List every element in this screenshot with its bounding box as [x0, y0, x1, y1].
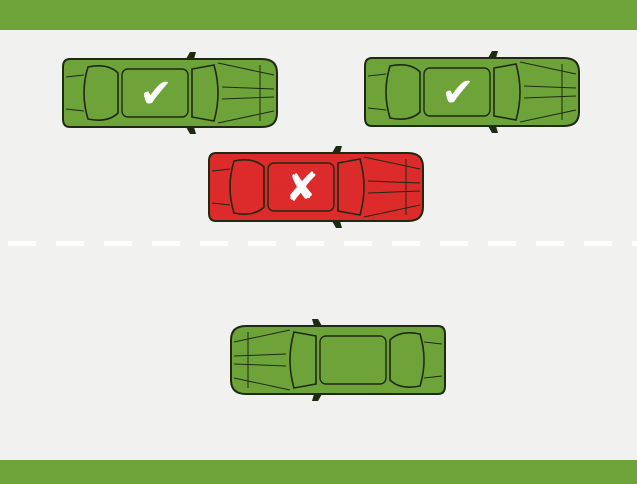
lane-dash: [248, 241, 276, 246]
lane-dash: [584, 241, 612, 246]
center-lane-marking: [8, 241, 637, 246]
checkmark-icon: ✔: [441, 70, 475, 116]
lane-dash: [632, 241, 637, 246]
car-body: [230, 318, 446, 402]
lane-dash: [152, 241, 180, 246]
lane-dash: [296, 241, 324, 246]
cars: ✔ ✔ ✘: [62, 50, 580, 402]
bottom-verge: [0, 460, 637, 484]
lane-dash: [440, 241, 468, 246]
lane-dash: [104, 241, 132, 246]
lane-dash: [344, 241, 372, 246]
checkmark-icon: ✔: [139, 71, 173, 117]
oncoming-car: [230, 318, 446, 402]
cross-icon: ✘: [285, 165, 319, 211]
lane-dash: [488, 241, 516, 246]
top-verge: [0, 0, 637, 30]
lane-dash: [8, 241, 36, 246]
lane-dash: [200, 241, 228, 246]
lane-dash: [56, 241, 84, 246]
lane-dash: [392, 241, 420, 246]
lane-dash: [536, 241, 564, 246]
